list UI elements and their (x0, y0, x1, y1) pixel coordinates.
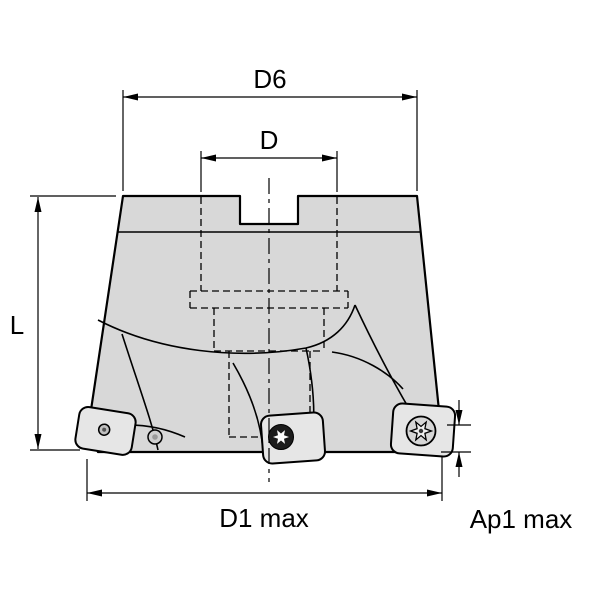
dim-d6-extension-lines (122, 90, 418, 191)
torx-star-white-icon (273, 430, 289, 444)
dim-l-label: L (10, 310, 24, 340)
torx-screw-light-icon (405, 415, 437, 447)
torx-screw-dark-icon (268, 424, 294, 450)
coolant-hole-center-icon (152, 434, 158, 440)
insert-left (74, 406, 137, 456)
dim-d6-label: D6 (253, 64, 286, 94)
torx-center-dot-icon (418, 428, 424, 434)
flute-contour-lines (92, 304, 412, 451)
dim-ap1max-label: Ap1 max (470, 504, 573, 534)
dim-d-label: D (260, 125, 279, 155)
dim-l-extension-lines (30, 195, 116, 451)
insert-left-screw-dot-icon (102, 427, 107, 432)
cutter-body (86, 194, 443, 454)
dim-d1max-label: D1 max (219, 503, 309, 533)
